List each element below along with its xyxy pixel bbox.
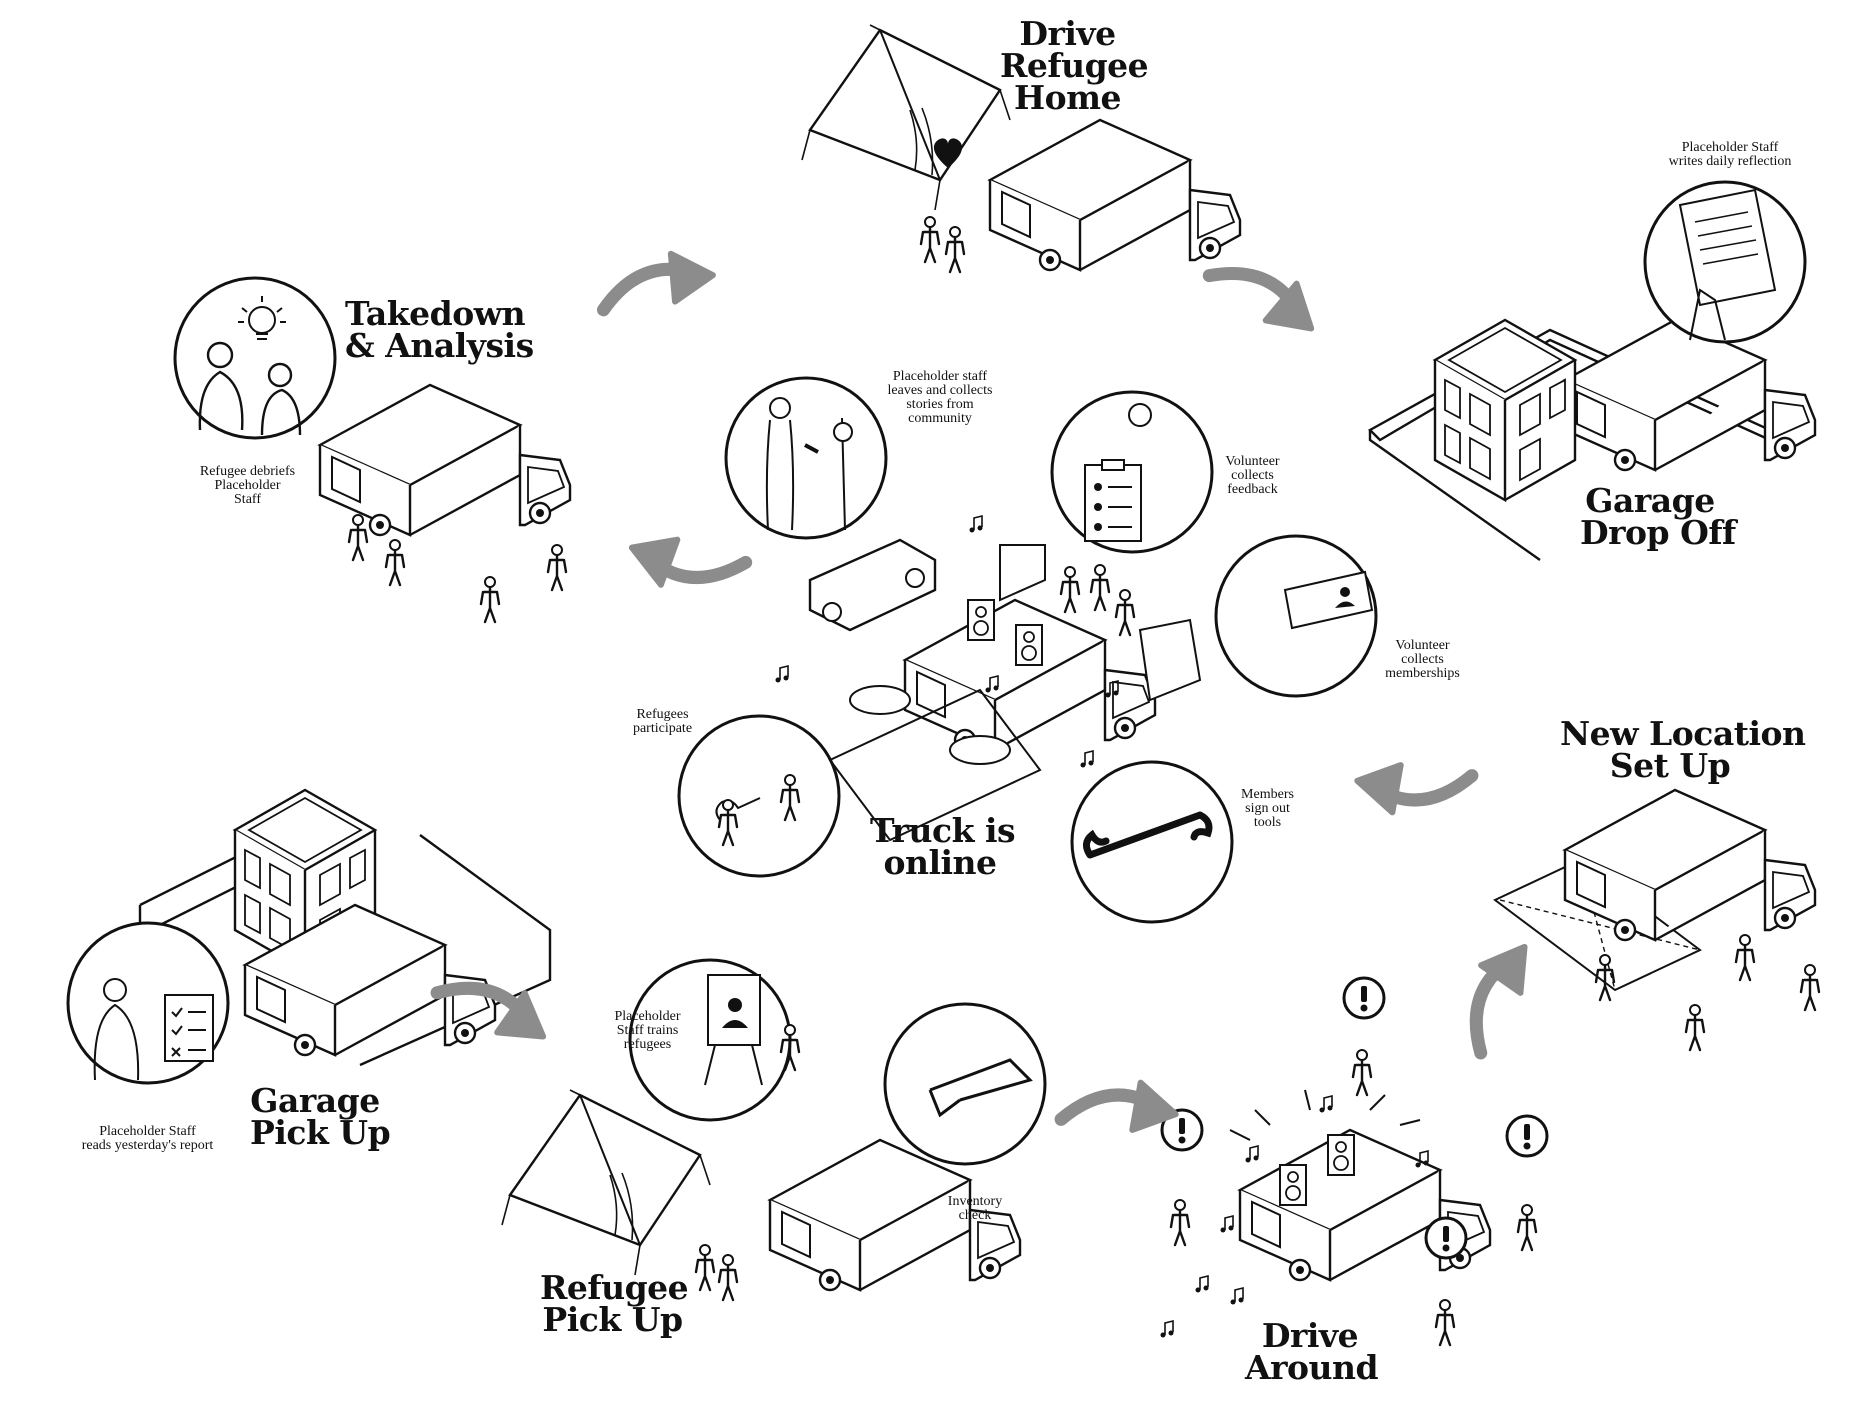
stage-title-truck-online: Truck is online [870, 811, 1016, 882]
arrow-icon [1209, 237, 1327, 347]
music-note-icon [1229, 1287, 1245, 1306]
wrench-icon [1083, 811, 1213, 859]
person-icon [944, 225, 966, 274]
person-icon [546, 543, 568, 592]
caption-volunteer-memberships: Volunteer collects memberships [1385, 638, 1460, 681]
person-icon [384, 538, 406, 587]
caption-inventory-check: Inventory check [947, 1194, 1003, 1223]
speaker-icon [1327, 1134, 1355, 1176]
tent-icon [800, 23, 1012, 212]
music-note-icon [1244, 1145, 1260, 1164]
music-note-icon [1079, 750, 1095, 769]
heart-icon [933, 138, 963, 168]
truck-icon [1563, 788, 1817, 942]
stage-title-new-location: New Location Set Up [1560, 714, 1806, 785]
arrow-icon [1353, 756, 1472, 825]
person-icon [717, 1253, 739, 1302]
truck-icon [318, 383, 572, 537]
music-note-icon [968, 515, 984, 534]
truck-icon [988, 118, 1242, 272]
person-icon [347, 513, 369, 562]
scene-garage-pick-up [66, 788, 552, 1085]
arrow-icon [599, 250, 715, 310]
arrow-icon [1440, 933, 1545, 1053]
person-icon [1516, 1203, 1538, 1252]
clipboard-icon [164, 994, 214, 1062]
person-icon [1169, 1198, 1191, 1247]
person-icon [1351, 1048, 1373, 1097]
caption-volunteer-feedback: Volunteer collects feedback [1225, 454, 1280, 497]
stories-vignette [724, 376, 888, 540]
document-icon [1678, 188, 1777, 307]
car-icon [808, 538, 937, 632]
caption-refugees-participate: Refugees participate [632, 707, 693, 736]
speaker-icon [1015, 624, 1043, 666]
scene-drive-refugee-home [800, 23, 1242, 274]
membership-card-icon [1283, 570, 1374, 630]
speaker-icon [967, 599, 995, 641]
arrow-icon [623, 524, 745, 609]
scene-drive-around [1159, 976, 1549, 1347]
person-icon [1684, 1003, 1706, 1052]
stage-title-garage-drop-off: Garage Drop Off [1580, 481, 1736, 552]
music-note-icon [1159, 1320, 1175, 1339]
person-icon [694, 1243, 716, 1292]
tent-icon [500, 1088, 712, 1277]
stage-title-refugee-pick-up: Refugee Pick Up [540, 1268, 689, 1339]
scene-garage-drop-off [1368, 180, 1817, 561]
caption-members-tools: Members sign out tools [1241, 787, 1294, 830]
stage-title-takedown-analysis: Takedown & Analysis [345, 294, 534, 365]
caption-staff-stories: Placeholder staff leaves and collects st… [887, 369, 993, 426]
caption-staff-reflection: Placeholder Staff writes daily reflectio… [1668, 140, 1792, 169]
truck-icon [903, 598, 1157, 752]
music-note-icon [1318, 1095, 1334, 1114]
alert-icon [1505, 1114, 1549, 1158]
stage-title-drive-refugee-home: Drive Refugee Home [1000, 14, 1149, 117]
person-icon [1734, 933, 1756, 982]
person-icon [919, 215, 941, 264]
person-icon [1799, 963, 1821, 1012]
music-note-icon [1219, 1215, 1235, 1234]
music-note-icon [1194, 1275, 1210, 1294]
clipboard-icon [1084, 459, 1142, 542]
stage-title-drive-around: Drive Around [1245, 1316, 1379, 1387]
tools-vignette [1070, 760, 1234, 924]
inventory-vignette [883, 1002, 1047, 1166]
guitar-icon [715, 797, 761, 821]
stage-title-garage-pick-up: Garage Pick Up [250, 1081, 391, 1152]
scene-truck-online [677, 376, 1378, 924]
scene-takedown-analysis [173, 276, 572, 624]
microphone-icon [804, 443, 819, 454]
debrief-vignette [173, 276, 337, 440]
caption-refugee-debriefs: Refugee debriefs Placeholder Staff [199, 464, 296, 507]
caption-staff-trains: Placeholder Staff trains refugees [614, 1009, 681, 1052]
lightbulb-icon [238, 296, 286, 340]
person-icon [1089, 563, 1111, 612]
scene-new-location [1493, 788, 1821, 1052]
caption-staff-report: Placeholder Staff reads yesterday's repo… [81, 1124, 214, 1153]
music-note-icon [774, 665, 790, 684]
scene-refugee-pick-up [500, 958, 1047, 1302]
alert-icon [1342, 976, 1386, 1020]
alert-icon [1424, 1216, 1468, 1260]
speaker-icon [1279, 1164, 1307, 1206]
truck-icon [1563, 318, 1817, 472]
person-icon [1059, 565, 1081, 614]
easel-icon [704, 974, 763, 1086]
person-icon [1434, 1298, 1456, 1347]
person-icon [1114, 588, 1136, 637]
table-icon [849, 685, 1011, 765]
participate-vignette [677, 714, 841, 878]
person-icon [479, 575, 501, 624]
garage-building-icon [1433, 318, 1577, 502]
